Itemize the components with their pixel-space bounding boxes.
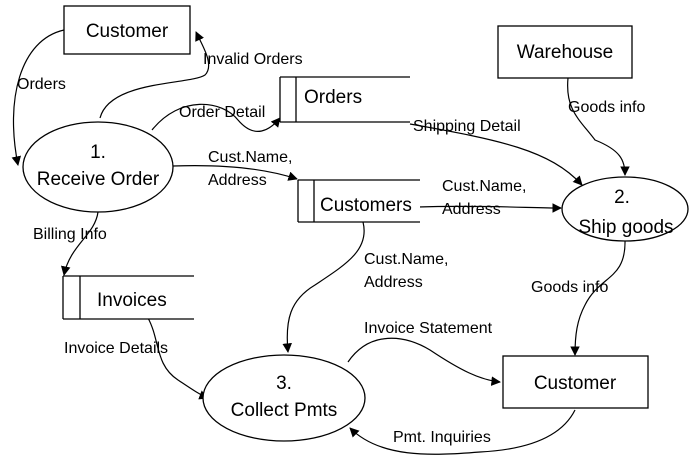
flow-invoice-statement-line: [347, 337, 501, 386]
flow-label-billing-info: Billing Info: [33, 226, 107, 243]
process-number: 1.: [90, 142, 106, 163]
flow-labels: Orders Invalid Orders Order Detail Shipp…: [17, 51, 645, 446]
flow-label-shipping-detail: Shipping Detail: [413, 118, 521, 135]
process-ship-goods: 2. Ship goods: [561, 176, 689, 242]
store-invoices: Invoices: [62, 275, 194, 320]
flow-invoice-details-line: [147, 317, 209, 400]
flow-label-orders: Orders: [17, 76, 66, 93]
store-customers: Customers: [297, 179, 420, 223]
process-number: 3.: [276, 373, 292, 394]
flow-order-detail-line: [151, 103, 281, 132]
entity-box: [63, 5, 191, 55]
process-ellipse: [202, 354, 366, 442]
flow-label-invoice-statement: Invoice Statement: [364, 320, 493, 337]
process-number: 2.: [614, 187, 630, 208]
flow-label-goods-info-top: Goods info: [568, 99, 645, 116]
store-orders: Orders: [279, 76, 410, 123]
flow-cust-address-1-line: [172, 165, 298, 181]
flow-goods-info-top-line: [567, 77, 630, 176]
entity-box: [502, 355, 649, 409]
entity-label: Warehouse: [517, 42, 613, 63]
process-collect-pmts: 3. Collect Pmts: [202, 354, 366, 442]
flow-label-address-3: Address: [364, 274, 423, 291]
flow-invalid-orders-line: [99, 31, 210, 119]
flow-goods-info-bottom-line: [570, 239, 626, 356]
flow-orders-line: [11, 29, 65, 166]
entity-customer-top: Customer: [63, 5, 191, 55]
flow-label-address-2: Address: [442, 201, 501, 218]
store-label: Orders: [304, 87, 362, 108]
flow-label-pmt-inquiries: Pmt. Inquiries: [393, 429, 491, 446]
flow-label-invalid-orders: Invalid Orders: [203, 51, 303, 68]
process-name: Collect Pmts: [231, 400, 338, 421]
entity-customer-bottom: Customer: [502, 355, 649, 409]
flow-label-address-1: Address: [208, 172, 267, 189]
flow-label-invoice-details: Invoice Details: [64, 340, 168, 357]
process-ellipse: [561, 176, 689, 242]
flow-billing-info-line: [60, 211, 99, 276]
flow-label-cust-name-1: Cust.Name,: [208, 149, 292, 166]
process-name: Ship goods: [578, 217, 673, 238]
entity-box: [497, 25, 633, 79]
store-label: Invoices: [97, 290, 167, 311]
flow-cust-address-2-line: [417, 203, 562, 213]
entity-label: Customer: [534, 373, 617, 394]
flow-pmt-inquiries-line: [349, 409, 576, 455]
flow-label-cust-name-3: Cust.Name,: [364, 251, 448, 268]
flow-label-cust-name-2: Cust.Name,: [442, 178, 526, 195]
flow-cust-address-3-line: [282, 221, 365, 353]
flow-label-goods-info-bottom: Goods info: [531, 279, 608, 296]
process-ellipse: [22, 121, 174, 213]
process-name: Receive Order: [37, 169, 160, 190]
entity-warehouse: Warehouse: [497, 25, 633, 79]
process-receive-order: 1. Receive Order: [22, 121, 174, 213]
store-label: Customers: [320, 195, 412, 216]
entity-label: Customer: [86, 21, 169, 42]
flow-label-order-detail: Order Detail: [179, 104, 265, 121]
flow-shipping-detail-line: [409, 123, 583, 186]
flow-lines: [11, 29, 630, 455]
